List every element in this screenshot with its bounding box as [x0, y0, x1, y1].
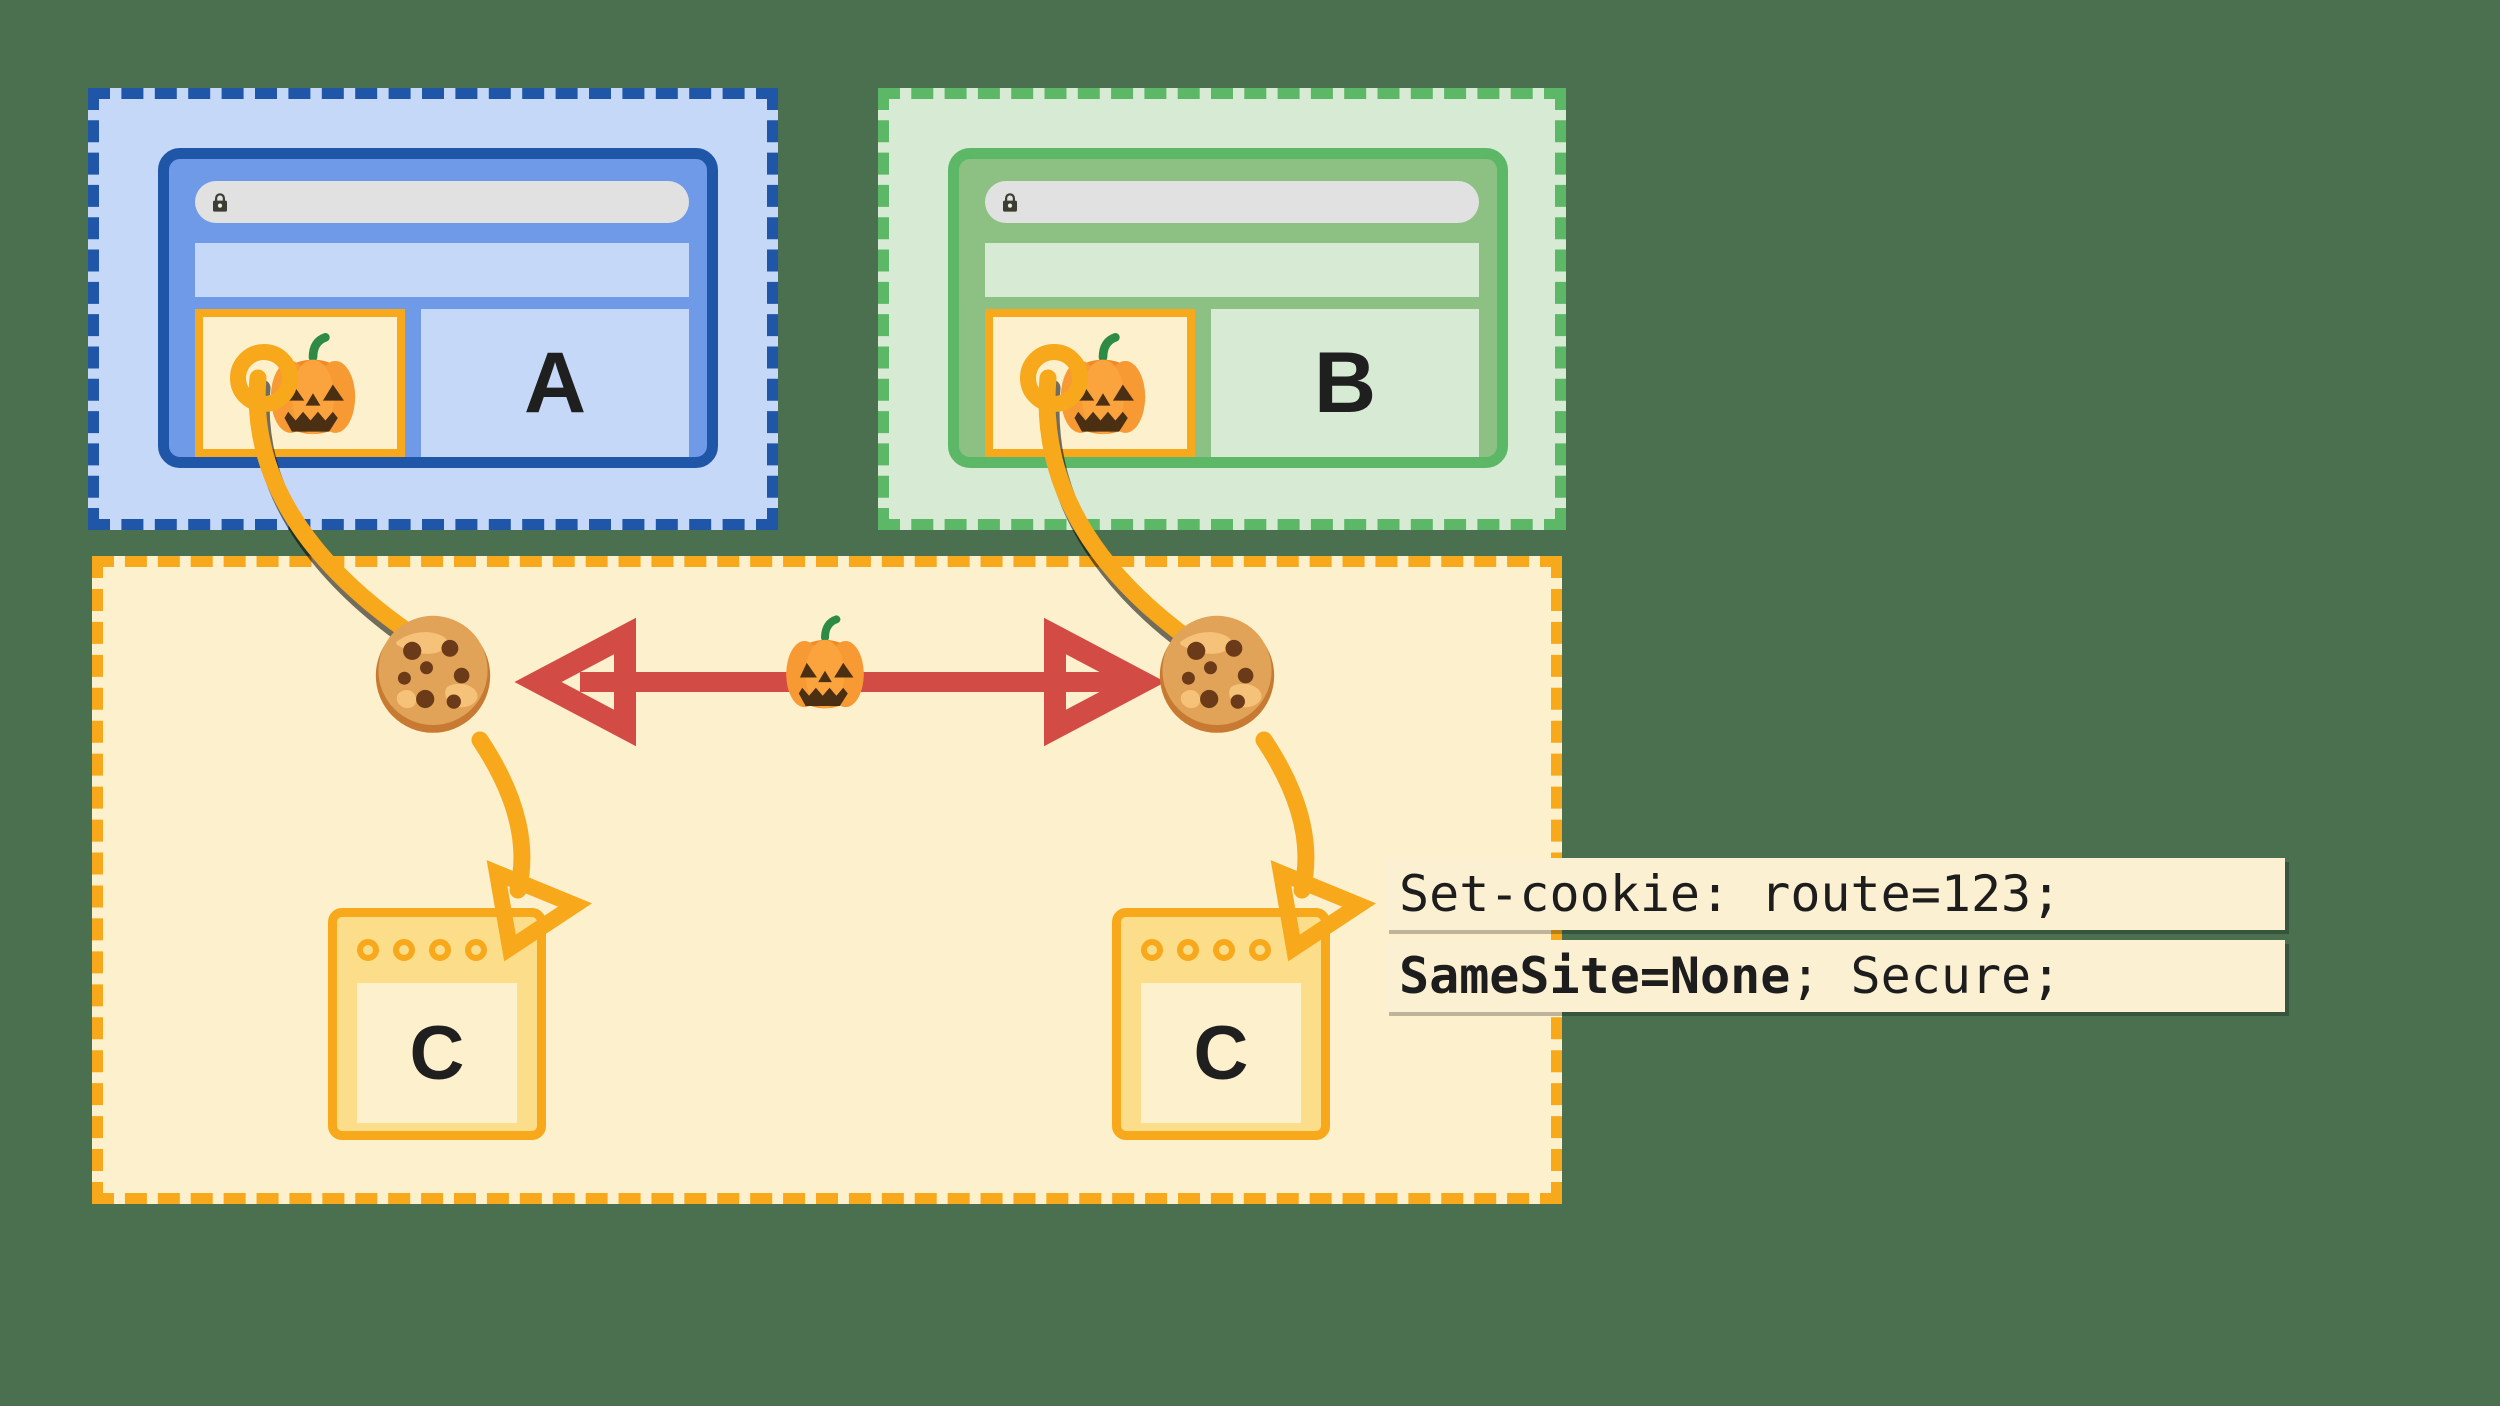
page-letter-a: A — [421, 309, 689, 457]
third-party-iframe-b — [985, 309, 1195, 457]
secure-text: ; Secure; — [1790, 947, 2062, 1005]
page-content-strip-b — [985, 243, 1479, 297]
server-box-c-right: C — [1112, 908, 1330, 1140]
set-cookie-annotation-line1: Set-cookie: route=123; — [1385, 858, 2285, 930]
lock-icon — [211, 192, 229, 213]
server-titlebar-dots-left — [357, 939, 487, 961]
server-dot-icon — [429, 939, 451, 961]
lock-icon — [1001, 192, 1019, 213]
server-titlebar-dots-right — [1141, 939, 1271, 961]
pumpkin-icon — [1060, 333, 1146, 435]
browser-window-a: A — [158, 148, 718, 468]
server-dot-icon — [1249, 939, 1271, 961]
server-dot-icon — [393, 939, 415, 961]
page-letter-b: B — [1211, 309, 1479, 457]
server-letter-right: C — [1141, 983, 1301, 1123]
browser-window-b: B — [948, 148, 1508, 468]
set-cookie-annotation-line2: SameSite=None; Secure; — [1385, 940, 2285, 1012]
server-letter-left: C — [357, 983, 517, 1123]
server-dot-icon — [1177, 939, 1199, 961]
server-dot-icon — [465, 939, 487, 961]
server-dot-icon — [357, 939, 379, 961]
set-cookie-text: Set-cookie: route=123; — [1399, 865, 2062, 923]
server-box-c-left: C — [328, 908, 546, 1140]
third-party-iframe-a — [195, 309, 405, 457]
url-bar-a[interactable] — [195, 181, 689, 223]
page-content-strip-a — [195, 243, 689, 297]
samesite-none-text: SameSite=None — [1399, 947, 1791, 1005]
server-dot-icon — [1213, 939, 1235, 961]
server-dot-icon — [1141, 939, 1163, 961]
pumpkin-icon — [270, 333, 356, 435]
url-bar-b[interactable] — [985, 181, 1479, 223]
third-party-region — [92, 556, 1562, 1204]
